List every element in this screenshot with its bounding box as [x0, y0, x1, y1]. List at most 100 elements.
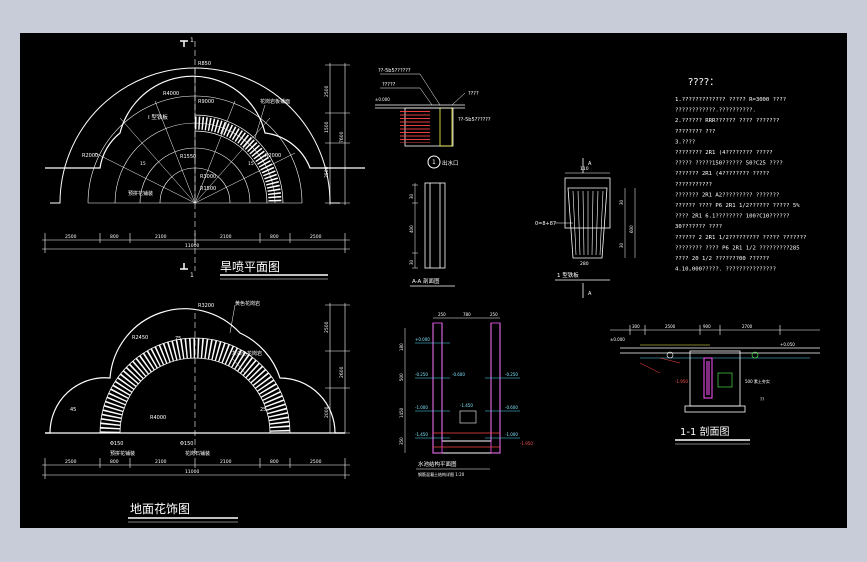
- ground-small-a: 75: [175, 336, 181, 342]
- note-line: ??????? 2R1 (4???????? ?????: [675, 171, 769, 177]
- plan-stone-label: 预拼花铺装: [128, 190, 153, 197]
- note-line: 3.????: [675, 139, 695, 145]
- plan-label-r2000-b: R2000: [265, 153, 281, 159]
- tank-dim-top-2: 780: [463, 312, 471, 317]
- nozzle-label-d: ??-5b5??????: [458, 117, 491, 123]
- section-1-1: 300 2500 900 2700 -1.950 +0.050 ±0.000 5…: [610, 324, 820, 445]
- ground-dim-total: 11000: [185, 469, 199, 475]
- drawing-svg: 1 1 R4000 R850 R9000 I 型铁板 花岗岩板铺面 R2000 …: [42, 37, 820, 523]
- note-line: ???? 2R1 6.1???????? 100?C10??????: [675, 214, 790, 220]
- nozzle-label-c: ????: [468, 91, 479, 97]
- nozzle-label-a: ??-5b5??????: [378, 68, 411, 74]
- ground-paving-b: 花岗石铺装: [185, 450, 210, 457]
- note-line: ???????? 2R1 (4???????? ?????: [675, 150, 773, 156]
- grate-section-mark-bottom: A: [588, 291, 592, 297]
- note-line: 2.?????? RRR?????? ???? ???????: [675, 118, 779, 124]
- note-line: ???? 20 1/2 ???????00 ??????: [675, 256, 769, 262]
- tank-left-elev-1: +0.000: [415, 337, 430, 342]
- plan-dim-2: 800: [110, 234, 119, 240]
- note-line: ????? ?????150?????? 50?C25 ????: [675, 161, 783, 167]
- sec-elev-c: -1.950: [675, 379, 688, 384]
- title-ground-pattern: 地面花饰图: [130, 501, 190, 516]
- tank-right-elev-3: -1.000: [505, 432, 518, 437]
- plan-dim-total: 11000: [185, 243, 199, 249]
- ground-yellow-granite: 黄色花岗岩: [235, 300, 260, 307]
- ground-r-left: R2450: [132, 335, 148, 341]
- sec-dim-2: 2500: [665, 324, 676, 329]
- plan-dim-right-2: 1500: [324, 121, 330, 133]
- section-mark-bottom: 1: [190, 272, 194, 279]
- ground-dim-right-2: 2600: [339, 366, 345, 378]
- grate-title: 1 型铁板: [557, 271, 579, 279]
- cad-drawing-canvas[interactable]: 1 1 R4000 R850 R9000 I 型铁板 花岗岩板铺面 R2000 …: [20, 33, 847, 528]
- sec-dim-1: 300: [632, 324, 640, 329]
- water-tank-section: 250 780 250 +0.000 -0.250 -0.600 -1.000 …: [399, 312, 533, 477]
- nozzle-circle-num: 1: [432, 159, 436, 166]
- grate-label: 0=8+87: [535, 221, 556, 227]
- grate-dim-top: 110: [580, 166, 589, 172]
- tank-left-elev-3: -0.600: [452, 372, 465, 377]
- nozzle-detail: ??-5b5?????? ????? ???? ??-5b5?????? ±0.…: [375, 68, 491, 169]
- ground-dim-6: 2500: [310, 459, 322, 465]
- ground-r-top: R3200: [198, 303, 214, 309]
- note-line: ???????? ???: [675, 129, 715, 135]
- aa-dim-2: 400: [409, 225, 414, 233]
- ground-dim-2: 800: [110, 459, 119, 465]
- sec-label-b: ??: [760, 397, 764, 402]
- grate-dim-bottom: 280: [580, 261, 589, 267]
- grate-dim-3: 30: [619, 242, 624, 248]
- plan-label-r3000: R3000: [200, 174, 216, 180]
- note-line: ??????? 2R1 A2????????? ???????: [675, 192, 779, 198]
- tank-right-elev-1: -0.250: [505, 372, 518, 377]
- aa-dim-1: 30: [409, 193, 414, 199]
- plan-dim-4: 2100: [220, 234, 232, 240]
- tank-subtitle: 钢筋混凝土结构详图 1:20: [418, 471, 465, 477]
- grate-section-mark-top: A: [588, 161, 592, 167]
- ground-dim-1: 2500: [65, 459, 77, 465]
- note-line: 30??????? ????: [675, 224, 722, 230]
- sec-dim-4: 2700: [742, 324, 753, 329]
- ground-r-center: R4000: [150, 415, 166, 421]
- note-line: 4.10,000?????. ???????????????: [675, 267, 776, 273]
- ground-small-b: 25: [260, 407, 266, 413]
- plan-label-r-small: R1550: [180, 154, 196, 160]
- note-line: ???????? ???? P6 2R1 1/2 ?????????285: [675, 245, 800, 251]
- tank-dim-left-1: 180: [399, 343, 404, 351]
- note-line: 1.????????????? ????? R=3000 ????: [675, 97, 786, 103]
- plan-dim-5: 800: [270, 234, 279, 240]
- note-line: ???????????: [675, 182, 712, 188]
- title-dry-fountain-plan: 旱喷平面图: [220, 260, 280, 274]
- tank-right-elev-2: -0.600: [505, 405, 518, 410]
- grate-dim-1: 30: [619, 199, 624, 205]
- plan-dim-right-total: 7600: [339, 131, 345, 143]
- dry-fountain-plan: 1 1 R4000 R850 R9000 I 型铁板 花岗岩板铺面 R2000 …: [42, 37, 365, 280]
- tank-left-elev-5: -1.450: [415, 432, 428, 437]
- note-line: ?????? 2 2R1 1/2????????? ????? ???????: [675, 235, 806, 241]
- plan-dim-1: 2500: [65, 234, 77, 240]
- ground-dim-5: 800: [270, 459, 279, 465]
- title-section-1-1: 1-1 剖面图: [680, 425, 730, 438]
- sec-elev-a: +0.050: [780, 342, 795, 347]
- grate-dim-2: 600: [629, 225, 634, 233]
- plan-angle-b: 15: [248, 161, 254, 167]
- tank-dim-left-4: 350: [399, 437, 404, 445]
- note-line: ?????? ???? P6 2R1 1/2?????? ????? 5%: [675, 203, 800, 209]
- ground-label-b: Φ150: [180, 441, 193, 447]
- detail-aa: 30 400 30 A-A 剖面图: [409, 182, 455, 287]
- nozzle-circle-label: 出水口: [442, 159, 459, 167]
- notes-block: ????： 1.????????????? ????? R=3000 ???? …: [675, 77, 806, 273]
- section-mark-top: 1: [190, 37, 194, 44]
- tank-left-elev-4: -1.000: [415, 405, 428, 410]
- note-line: ????????????.??????????.: [675, 108, 756, 114]
- plan-angle-a: 15: [140, 161, 146, 167]
- plan-label-r4000: R4000: [163, 91, 179, 97]
- tank-dim-left-3: 1450: [399, 407, 404, 418]
- grate-detail: 110 30 600 30 0=8+87 280 A A 1 型铁板: [535, 158, 636, 298]
- ground-dim-4: 2100: [220, 459, 232, 465]
- tank-right-elev-4: -1.450: [460, 403, 473, 408]
- tank-dim-top-1: 250: [438, 312, 446, 317]
- ground-paving-a: 预拼花铺装: [110, 450, 135, 457]
- plan-label-r2000-a: R2000: [82, 153, 98, 159]
- plan-label-r-a: R9000: [198, 99, 214, 105]
- aa-dim-3: 30: [409, 259, 414, 265]
